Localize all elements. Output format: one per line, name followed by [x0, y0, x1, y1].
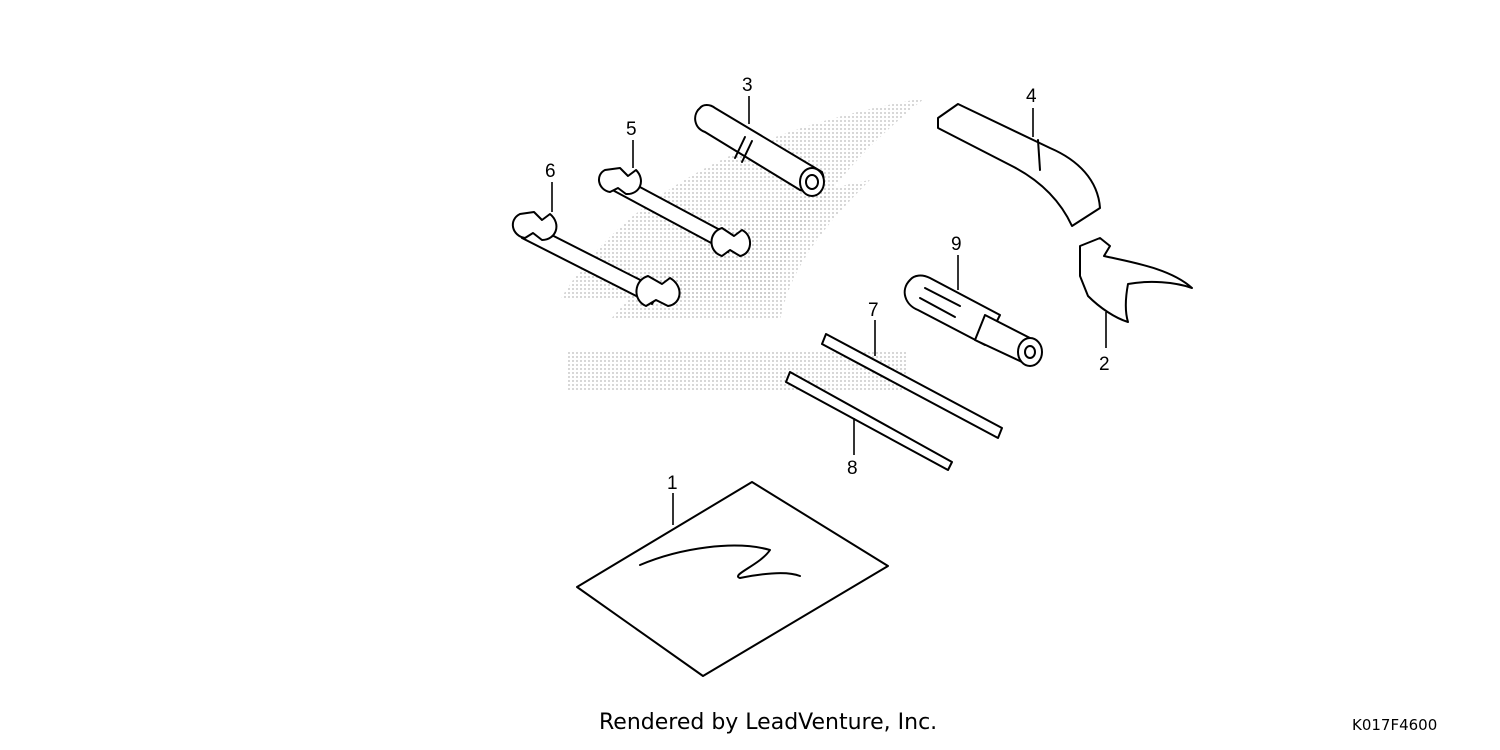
callout-1: 1 [667, 473, 678, 494]
part-6-open-end-wrench [511, 211, 681, 307]
part-8-screwdriver-bit [785, 371, 953, 471]
part-9-screwdriver-grip [903, 274, 1043, 367]
part-2-pin-spanner [1079, 237, 1193, 323]
callout-2: 2 [1099, 354, 1110, 375]
part-7-screwdriver-bit [821, 333, 1003, 439]
callout-6: 6 [545, 161, 556, 182]
callout-4: 4 [1026, 86, 1037, 107]
part-1-pouch [576, 481, 889, 677]
diagram-code: K017F4600 [1352, 716, 1438, 734]
callout-7: 7 [868, 300, 879, 321]
render-credit: Rendered by LeadVenture, Inc. [599, 710, 938, 735]
callout-5: 5 [626, 119, 637, 140]
part-3-spark-plug-wrench [694, 104, 825, 197]
part-5-open-end-wrench [598, 167, 751, 257]
callout-8: 8 [847, 458, 858, 479]
callout-9: 9 [951, 234, 962, 255]
callout-3: 3 [742, 75, 753, 96]
part-4-handle-bar [937, 103, 1101, 227]
